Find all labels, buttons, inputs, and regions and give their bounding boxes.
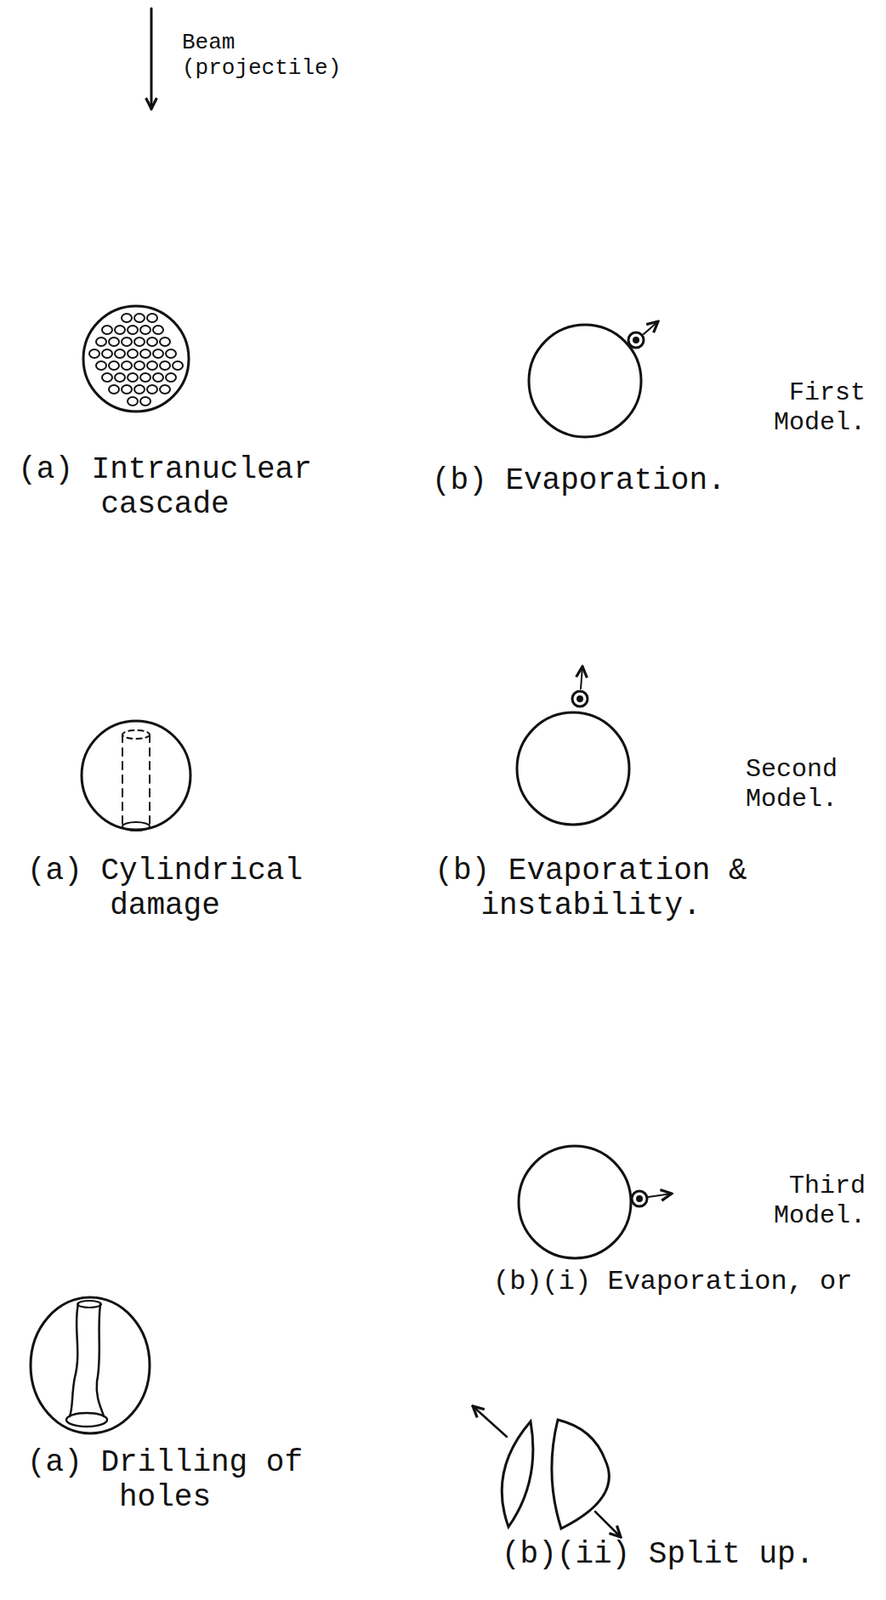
nucleon bbox=[134, 385, 145, 394]
nucleon bbox=[121, 313, 132, 323]
cylinder-edge bbox=[148, 734, 151, 827]
nucleon bbox=[159, 361, 171, 370]
nucleon bbox=[140, 397, 151, 406]
nucleon bbox=[165, 373, 177, 382]
nucleon bbox=[108, 385, 120, 394]
nucleus-circle bbox=[516, 712, 630, 825]
nucleon bbox=[89, 349, 100, 358]
nucleon-cluster bbox=[89, 313, 183, 406]
cylinder-top bbox=[122, 730, 150, 739]
cylinder-edge bbox=[121, 734, 124, 827]
nucleon bbox=[172, 361, 183, 370]
beam-arrow bbox=[150, 8, 154, 109]
nucleon bbox=[140, 373, 151, 382]
nucleon bbox=[153, 325, 164, 335]
caption-label: (a) Cylindrical damage bbox=[11, 853, 319, 925]
nucleon bbox=[127, 349, 138, 358]
caption-label: (a) Drilling of holes bbox=[11, 1445, 319, 1517]
caption-label: (b) Evaporation. bbox=[431, 463, 747, 499]
particle-dot bbox=[578, 697, 583, 702]
caption-label: Beam (projectile) bbox=[181, 30, 395, 82]
nucleus-circle bbox=[518, 1146, 631, 1259]
hole-bottom bbox=[66, 1413, 108, 1427]
nucleon bbox=[147, 385, 158, 394]
caption-label: (b)(i) Evaporation, or bbox=[493, 1266, 876, 1299]
hole-top bbox=[77, 1300, 102, 1308]
nucleon bbox=[96, 361, 107, 370]
nucleon bbox=[127, 373, 138, 382]
nucleon bbox=[121, 361, 132, 370]
hole-wall bbox=[96, 1304, 104, 1417]
caption-label: Second Model. bbox=[709, 755, 838, 814]
nucleon bbox=[134, 337, 145, 347]
particle-arrow bbox=[643, 321, 659, 335]
fragment bbox=[551, 1419, 609, 1529]
nucleus-outline bbox=[30, 1297, 150, 1434]
nucleon bbox=[114, 373, 125, 382]
nucleon bbox=[140, 349, 151, 358]
nucleon bbox=[147, 313, 158, 323]
nucleon bbox=[159, 337, 171, 347]
nucleon bbox=[96, 337, 107, 347]
nucleon bbox=[114, 349, 125, 358]
nucleon bbox=[114, 325, 125, 335]
nucleon bbox=[108, 361, 120, 370]
nucleon bbox=[153, 373, 164, 382]
nucleon bbox=[140, 325, 151, 335]
nucleon bbox=[127, 397, 138, 406]
particle-arrow bbox=[647, 1193, 672, 1198]
nucleon bbox=[134, 313, 145, 323]
nucleon bbox=[153, 349, 164, 358]
nucleon bbox=[159, 385, 171, 394]
cylinder-bottom bbox=[122, 822, 150, 831]
evaporated-particle bbox=[572, 691, 588, 707]
nucleon bbox=[102, 373, 113, 382]
nucleon bbox=[102, 349, 113, 358]
nucleus-circle bbox=[528, 324, 642, 438]
nucleon bbox=[165, 349, 177, 358]
evaporated-particle bbox=[628, 332, 644, 348]
nucleon bbox=[121, 385, 132, 394]
nucleon bbox=[147, 361, 158, 370]
caption-label: (b)(ii) Split up. bbox=[501, 1537, 859, 1573]
particle-arrow bbox=[580, 666, 583, 689]
nucleus-circle bbox=[81, 721, 191, 830]
caption-label: First Model. bbox=[738, 378, 866, 438]
particle-dot bbox=[634, 338, 639, 343]
particle-dot bbox=[637, 1197, 642, 1202]
evaporated-particle bbox=[631, 1191, 648, 1207]
nucleon bbox=[121, 337, 132, 347]
nucleon bbox=[147, 337, 158, 347]
nucleon bbox=[134, 361, 145, 370]
nucleon bbox=[102, 325, 113, 335]
nucleus-circle bbox=[83, 306, 189, 412]
caption-label: (b) Evaporation & instability. bbox=[425, 853, 757, 925]
caption-label: (a) Intranuclear cascade bbox=[11, 452, 319, 523]
fragment-arrow bbox=[472, 1406, 507, 1437]
nucleon bbox=[127, 325, 138, 335]
nucleon bbox=[108, 337, 120, 347]
hole-wall bbox=[69, 1304, 79, 1417]
caption-label: Third Model. bbox=[738, 1171, 866, 1231]
fragment-arrow bbox=[595, 1511, 621, 1538]
